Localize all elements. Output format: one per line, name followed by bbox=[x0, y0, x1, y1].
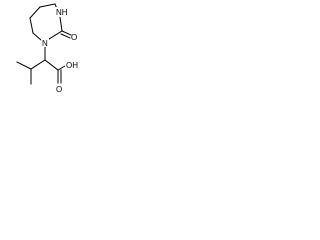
bond-alpha-c-to-carboxyl-c bbox=[44, 59, 59, 71]
atom-label-nh: NH bbox=[56, 8, 68, 17]
bond-alpha-c-to-isopropyl-ch bbox=[30, 59, 46, 70]
bond-ring-ch2-top bbox=[39, 3, 56, 8]
bond-isopropyl-methyl-upper bbox=[16, 61, 32, 70]
atom-label-o-acid: O bbox=[56, 85, 62, 94]
bond-ring-ch2-left-upper bbox=[29, 6, 41, 19]
bond-ring-ch2-left-lower bbox=[29, 17, 34, 34]
bond-carboxyl-c-to-oh bbox=[57, 65, 66, 71]
atom-label-o-carbonyl: O bbox=[71, 33, 77, 42]
atom-label-oh: OH bbox=[66, 61, 78, 70]
bond-ring-carbonyl-double-2 bbox=[60, 33, 71, 39]
bond-ring-carbonyl-double-1 bbox=[61, 30, 72, 36]
atom-labels: NH N O O OH bbox=[41, 7, 79, 94]
chemical-structure: NH N O O OH bbox=[16, 3, 79, 94]
bond-ring-ch2-to-n bbox=[32, 32, 42, 41]
bond-carbonyl-c-to-nh bbox=[59, 16, 63, 32]
atom-label-n: N bbox=[42, 39, 48, 48]
bonds bbox=[16, 3, 72, 85]
bond-n-to-carbonyl-c bbox=[48, 30, 63, 40]
